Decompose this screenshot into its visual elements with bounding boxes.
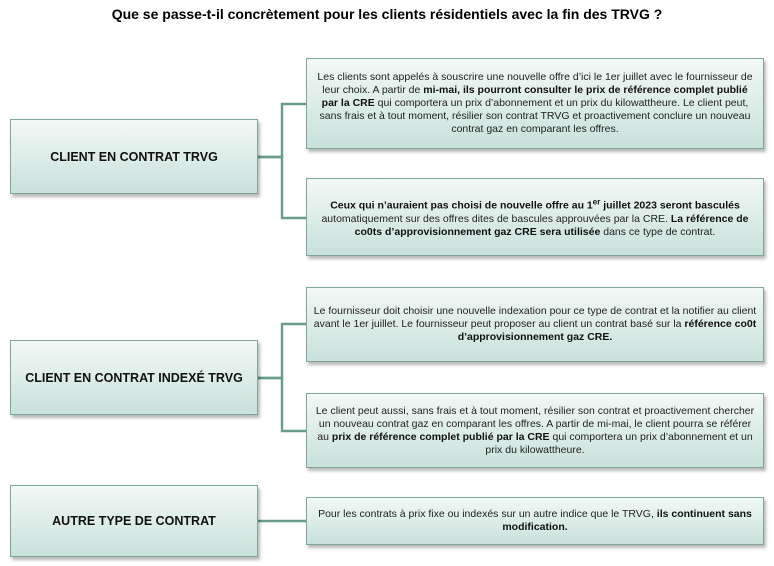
note-text: Ceux qui n’auraient pas choisi de nouvel…: [321, 197, 749, 238]
category-client-indexe-trvg: CLIENT EN CONTRAT INDEXÉ TRVG: [10, 340, 258, 415]
note-indexe-nouvelle-indexation: Le fournisseur doit choisir une nouvelle…: [306, 287, 764, 362]
note-text: Les clients sont appelés à souscrire une…: [317, 71, 753, 135]
category-label: CLIENT EN CONTRAT INDEXÉ TRVG: [25, 370, 243, 385]
note-text: Le fournisseur doit choisir une nouvelle…: [313, 305, 757, 343]
category-client-trvg: CLIENT EN CONTRAT TRVG: [10, 119, 258, 194]
note-text: Pour les contrats à prix fixe ou indexés…: [318, 508, 752, 533]
page-title: Que se passe-t-il concrètement pour les …: [111, 6, 663, 22]
category-autre-contrat: AUTRE TYPE DE CONTRAT: [10, 485, 258, 557]
category-label: AUTRE TYPE DE CONTRAT: [52, 514, 216, 528]
note-text: Le client peut aussi, sans frais et à to…: [315, 404, 755, 456]
note-trvg-offre: Les clients sont appelés à souscrire une…: [306, 58, 764, 149]
category-label: CLIENT EN CONTRAT TRVG: [50, 149, 218, 164]
connector-trvg-2: [258, 155, 306, 220]
note-trvg-bascule: Ceux qui n’auraient pas choisi de nouvel…: [306, 178, 764, 256]
connector-indexe-1: [258, 322, 306, 380]
connector-indexe-2: [258, 376, 306, 433]
connector-trvg-1: [258, 102, 306, 159]
note-indexe-resiliation: Le client peut aussi, sans frais et à to…: [306, 393, 764, 468]
note-autre-contrat: Pour les contrats à prix fixe ou indexés…: [306, 497, 764, 545]
